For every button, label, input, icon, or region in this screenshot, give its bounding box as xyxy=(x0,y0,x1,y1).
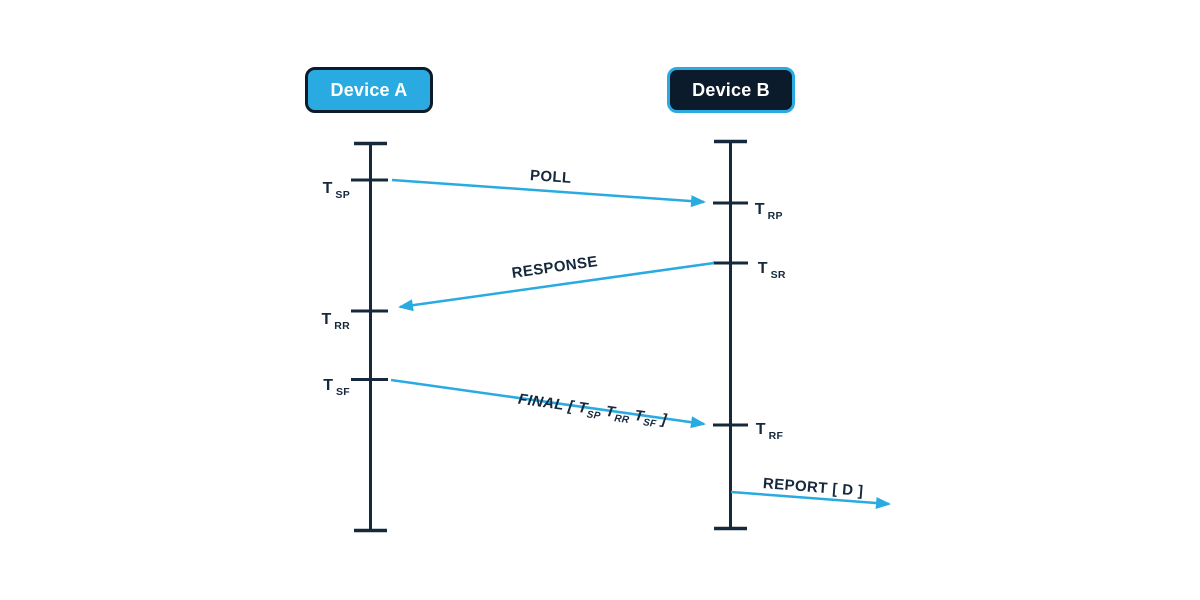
final-arrow xyxy=(390,378,706,429)
timestamp-subscript: SP xyxy=(335,189,350,201)
device-a-label: Device A xyxy=(330,79,408,100)
final-label-subscript: SF xyxy=(642,417,657,430)
timestamp-subscript: RR xyxy=(334,320,350,332)
timestamp-subscript: RF xyxy=(768,430,784,442)
timestamp-main: T xyxy=(323,377,333,394)
report-arrow xyxy=(730,490,891,509)
final-label-part: FINAL [ T xyxy=(517,390,589,418)
response-arrow xyxy=(398,261,715,312)
timestamp-subscript: RP xyxy=(767,210,783,222)
device-a-box: Device A xyxy=(305,67,433,113)
device-b-box: Device B xyxy=(667,67,795,113)
final-label-subscript: SP xyxy=(586,409,602,423)
final-label-subscript: RR xyxy=(613,413,630,427)
poll-label: POLL xyxy=(529,167,573,187)
timestamp-main: T xyxy=(755,421,766,438)
timestamp-main: T xyxy=(757,260,768,277)
poll-arrow xyxy=(391,178,706,208)
device-b-label: Device B xyxy=(692,79,770,100)
timestamp-main: T xyxy=(321,311,332,328)
timestamp-subscript: SR xyxy=(770,269,786,281)
device-a-lifeline xyxy=(351,141,388,533)
timestamp-main: T xyxy=(754,201,765,218)
timestamp-subscript: SF xyxy=(335,386,350,398)
device-b-lifeline xyxy=(713,139,748,531)
timestamp-main: T xyxy=(322,180,333,197)
